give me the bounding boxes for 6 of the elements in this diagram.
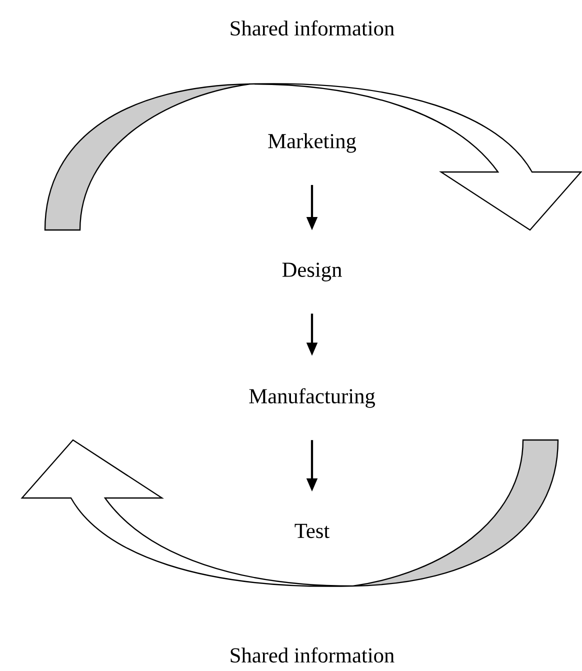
stage-label: Test [294, 524, 330, 538]
stage-label: Marketing [268, 133, 356, 153]
caption-text: Shared information [230, 647, 394, 663]
caption-text: Shared information [230, 20, 394, 36]
stage-label: Manufacturing [249, 388, 375, 408]
stage-label: Design [282, 262, 342, 282]
